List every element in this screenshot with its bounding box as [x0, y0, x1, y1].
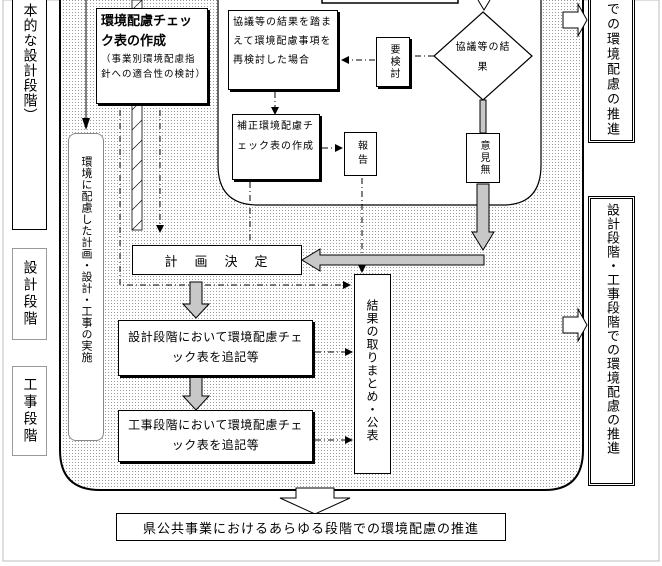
- arrow-noopinion-down: [471, 183, 495, 251]
- no-opinion-label: 意見無: [478, 140, 489, 176]
- consult-result-label: 協議等の結果: [455, 42, 511, 73]
- check-table-subtitle: （事業別環境配慮指針への適合性の検討）: [101, 54, 207, 80]
- design-append-label: 設計段階において環境配慮チェック表を追記等: [128, 330, 303, 364]
- right-top-box: での環境配慮の推進: [588, 0, 635, 143]
- design-stage-label: 設計段階: [21, 260, 38, 328]
- report-label: 報告: [355, 140, 367, 168]
- plan-decision-box: 計 画 決 定: [132, 245, 302, 275]
- report-box: 報告: [344, 132, 377, 176]
- arrow-bottom-down: [279, 487, 351, 515]
- bottom-banner: 県公共事業におけるあらゆる段階での環境配慮の推進: [116, 513, 506, 541]
- right-main-box: 設計段階・工事段階での環境配慮の推進: [588, 196, 635, 486]
- top-box-remnant: [321, 0, 459, 4]
- check-table-box: 環境配慮チェック表の作成 （事業別環境配慮指針への適合性の検討）: [96, 8, 208, 104]
- arrow-design-construction: [181, 375, 211, 411]
- design-append-box: 設計段階において環境配慮チェック表を追記等: [118, 320, 313, 376]
- need-review-box: 要検討: [376, 37, 410, 87]
- left-top-label: 本的な設計段階）: [21, 3, 38, 123]
- reconsider-box: 協議等の結果を踏まえて環境配慮事項を再検討した場合: [228, 10, 338, 90]
- left-top-box: 本的な設計段階）: [12, 0, 47, 230]
- top-triangle-mark: [477, 0, 491, 11]
- connector-check-to-plan: [119, 110, 351, 289]
- check-table-title: 環境配慮チェック表の作成: [101, 14, 193, 49]
- summary-label: 結果の取りまとめ・公表: [365, 299, 379, 442]
- arrow-right-top: [562, 2, 588, 38]
- construction-stage-box: 工事段階: [12, 366, 47, 456]
- right-top-label: での環境配慮の推進: [604, 2, 619, 137]
- arrow-diamond-down: [479, 99, 487, 134]
- arrow-right-main: [562, 307, 588, 343]
- arrow-plan-design: [181, 281, 211, 319]
- implementation-label: 環境に配慮した計画・設計・工事の実施: [80, 156, 93, 363]
- design-stage-box: 設計段階: [12, 248, 47, 340]
- revised-check-box: 補正環境配慮チェック表の作成: [232, 114, 320, 180]
- construction-stage-label: 工事段階: [21, 377, 38, 445]
- implementation-pill: 環境に配慮した計画・設計・工事の実施: [68, 133, 104, 441]
- construction-append-box: 工事段階において環境配慮チェック表を追記等: [118, 410, 313, 462]
- reconsider-label: 協議等の結果を踏まえて環境配慮事項を再検討した場合: [233, 17, 332, 66]
- arrow-to-plan: [301, 248, 485, 272]
- no-opinion-box: 意見無: [466, 133, 500, 183]
- need-review-label: 要検討: [388, 44, 399, 80]
- construction-append-label: 工事段階において環境配慮チェック表を追記等: [128, 418, 303, 452]
- right-main-label: 設計段階・工事段階での環境配慮の推進: [604, 203, 619, 455]
- revised-check-label: 補正環境配慮チェック表の作成: [237, 121, 314, 152]
- summary-box: 結果の取りまとめ・公表: [354, 274, 391, 474]
